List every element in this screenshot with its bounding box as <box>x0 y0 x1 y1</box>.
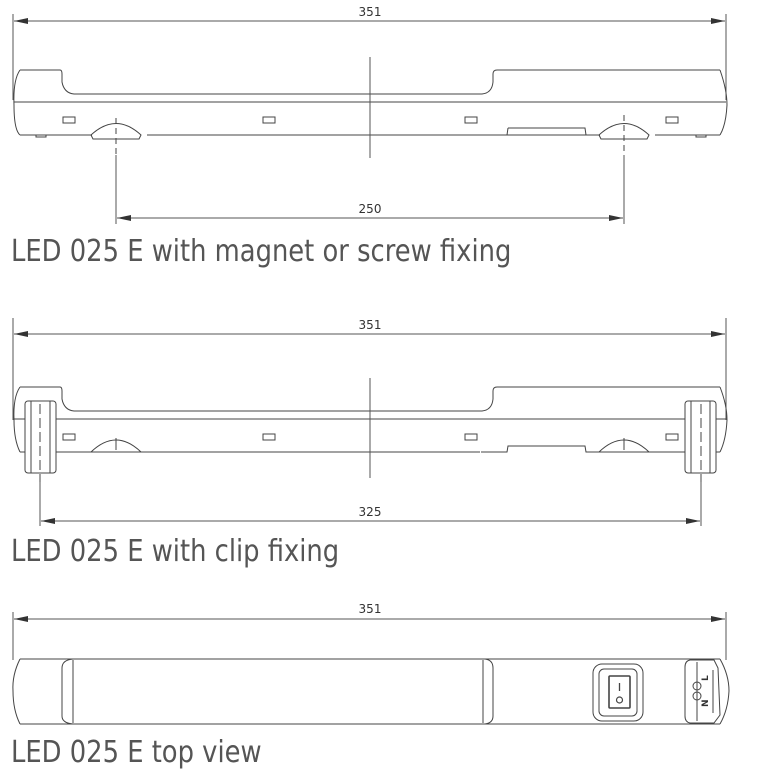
dimension-label-351: 351 <box>359 5 382 19</box>
view-top: 351 L N LE <box>0 590 775 775</box>
terminal-block-ln <box>684 659 721 724</box>
terminal-label-line: L <box>701 675 711 681</box>
lamp-body-side <box>13 386 728 453</box>
dimension-fixing-spacing <box>115 155 625 224</box>
clip-fixing-left <box>24 400 57 485</box>
caption-clip: LED 025 E with clip fixing <box>11 534 340 569</box>
caption-top-view: LED 025 E top view <box>11 735 262 770</box>
dimension-label-351: 351 <box>359 602 382 616</box>
top-view-drawing: 351 L N <box>12 602 730 725</box>
terminal-label-neutral: N <box>701 699 711 707</box>
dimension-overall-length <box>12 14 727 100</box>
dome-left <box>90 438 142 453</box>
magnet-fixing-right <box>598 115 650 160</box>
side-view-drawing-clip: 351 <box>12 318 728 526</box>
lamp-body-side <box>13 69 728 138</box>
view-clip-fixing: 351 <box>0 300 775 590</box>
caption-magnet-screw: LED 025 E with magnet or screw fixing <box>11 234 512 269</box>
dimension-label-325: 325 <box>359 505 382 519</box>
dimension-overall-length <box>12 612 727 660</box>
dimension-overall-length <box>12 318 727 420</box>
dimension-label-351: 351 <box>359 318 382 332</box>
side-view-drawing-magnet: 351 <box>12 5 728 224</box>
clip-fixing-right <box>684 400 717 485</box>
dimension-label-250: 250 <box>359 202 382 216</box>
magnet-fixing-left <box>90 118 142 160</box>
rocker-switch <box>592 663 644 722</box>
dimension-fixing-spacing <box>39 482 702 526</box>
dome-right <box>598 438 650 453</box>
view-magnet-screw-fixing: 351 <box>0 0 775 290</box>
diffuser-window <box>61 658 494 725</box>
